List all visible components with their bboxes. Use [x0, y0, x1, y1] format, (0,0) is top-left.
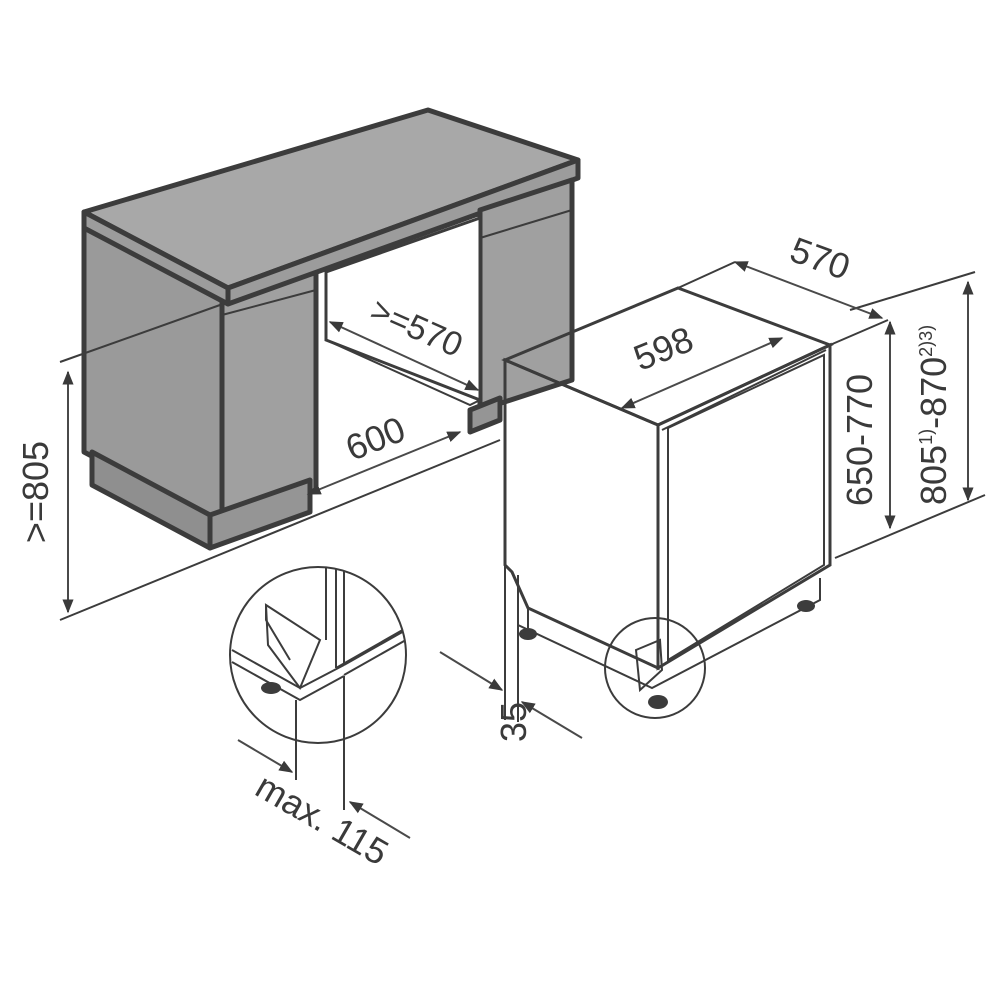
- total-height-a-sup: 1): [916, 429, 936, 445]
- dimension-appliance-width: 598: [620, 318, 784, 409]
- dishwasher-foot: [648, 695, 668, 709]
- total-height-b-sup: 2)3): [916, 325, 936, 357]
- svg-text:8051)-8702)3): 8051)-8702)3): [913, 325, 954, 505]
- cabinet-plinth-right: [467, 395, 503, 435]
- dimension-door-overhang: max. 115: [237, 739, 411, 873]
- dimension-plinth-depth: 35: [439, 565, 583, 742]
- dishwasher-foot: [519, 628, 537, 640]
- appliance-depth-label: 570: [785, 229, 855, 288]
- detail-marker-circle: [604, 617, 706, 719]
- appliance-width-label: 598: [628, 318, 699, 379]
- dimension-total-height: 8051)-8702)3): [913, 280, 974, 505]
- cabinet-worktop-side-edge: [81, 209, 231, 307]
- detail-view: [229, 566, 407, 810]
- cabinet-plinth-front: [207, 477, 313, 551]
- detail-foot: [261, 682, 281, 694]
- niche-height-label: >=805: [15, 441, 56, 543]
- niche-width-label: 600: [340, 408, 411, 469]
- cabinet-drawer-line: [221, 289, 317, 316]
- total-height-sep: -870: [913, 357, 954, 429]
- plinth-depth-label: 35: [493, 702, 534, 742]
- door-overhang-label: max. 115: [249, 765, 395, 873]
- dimension-niche-height: >=805: [15, 370, 74, 614]
- cabinet-drawer-line-right: [479, 209, 573, 239]
- appliance-height-label: 650-770: [839, 374, 880, 506]
- dimension-niche-width: 600: [306, 408, 462, 495]
- total-height-a: 805: [913, 445, 954, 505]
- dimension-appliance-height: 650-770: [839, 320, 896, 530]
- cabinet: [81, 107, 581, 551]
- dishwasher-foot: [797, 600, 815, 612]
